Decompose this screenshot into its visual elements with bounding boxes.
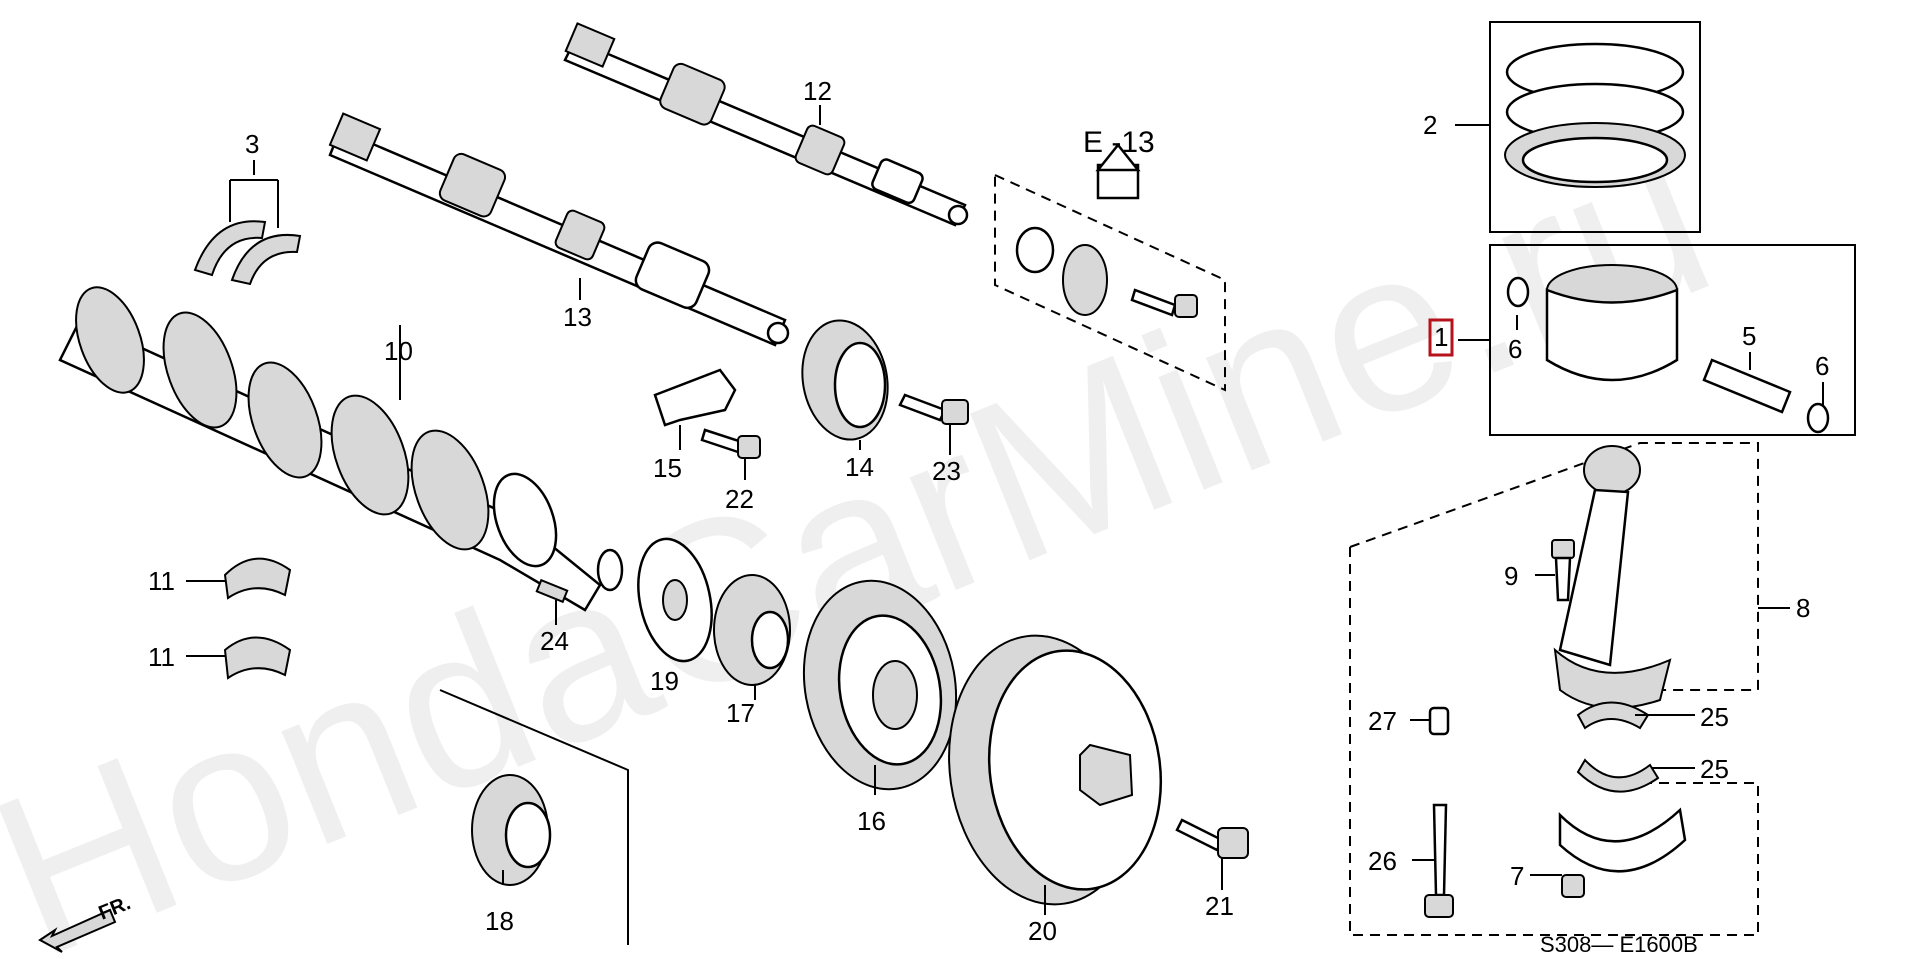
callout-8[interactable]: 8 [1796,593,1810,623]
camshaft-pulley-illustration[interactable] [793,314,897,447]
callout-19[interactable]: 19 [650,666,679,696]
diagram-code: S308— E1600B [1540,932,1698,957]
reference-label[interactable]: E -13 [1083,126,1155,159]
pulley-bolt-illustration[interactable] [1175,818,1249,859]
callout-21[interactable]: 21 [1205,891,1234,921]
callout-9[interactable]: 9 [1504,561,1518,591]
callout-16[interactable]: 16 [857,806,886,836]
crank-plate-illustration[interactable] [628,532,722,668]
camshaft-upper-illustration[interactable] [563,22,969,227]
woodruff-key-illustration[interactable] [535,578,569,604]
rod-nut-illustration[interactable] [1561,874,1585,898]
bracket-bolt-illustration[interactable] [700,428,761,459]
callout-5[interactable]: 5 [1742,321,1756,351]
timing-sprocket-illustration[interactable] [471,774,552,886]
leader-lines [186,105,1824,915]
crank-pulley-small-illustration[interactable] [713,574,791,686]
piston-rings-illustration[interactable] [1504,42,1686,188]
piston-illustration[interactable] [1545,264,1679,382]
callout-22[interactable]: 22 [725,484,754,514]
thrust-washer-illustration[interactable] [223,557,292,680]
timing-belt-pulley-illustration[interactable] [788,569,972,802]
piston-ring-group-box [1489,21,1701,233]
rod-bearing-upper-illustration[interactable] [1576,701,1650,730]
cap-bolt-illustration[interactable] [1424,803,1454,918]
camshaft-lower-illustration[interactable] [328,112,790,347]
callout-20[interactable]: 20 [1028,916,1057,946]
callout-11a[interactable]: 11 [148,566,175,596]
arrow-head-icon [1095,142,1141,172]
callout-6b[interactable]: 6 [1815,351,1829,381]
callout-10[interactable]: 10 [384,336,413,366]
crankshaft-illustration[interactable] [58,278,624,612]
callout-27[interactable]: 27 [1368,706,1397,736]
callout-13[interactable]: 13 [563,302,592,332]
callout-26[interactable]: 26 [1368,846,1397,876]
callout-23[interactable]: 23 [932,456,961,486]
piston-pin-clip-right-illustration[interactable] [1806,402,1830,434]
callout-1[interactable]: 1 [1434,322,1448,352]
callout-17[interactable]: 17 [726,698,755,728]
crankshaft-pulley-illustration[interactable] [932,623,1176,917]
callout-7[interactable]: 7 [1510,861,1524,891]
rod-cap-illustration[interactable] [1558,807,1687,873]
callout-6a[interactable]: 6 [1508,334,1522,364]
callout-18[interactable]: 18 [485,906,514,936]
connecting-rod-group-box [1349,442,1759,691]
dowel-pin-illustration[interactable] [1428,706,1450,736]
callout-25b[interactable]: 25 [1700,754,1729,784]
rod-bearing-lower-illustration[interactable] [1576,758,1660,793]
rod-bolt-illustration[interactable] [1551,539,1575,602]
piston-pin-clip-illustration[interactable] [1506,276,1530,308]
selected-part-highlight [1428,318,1454,357]
piston-pin-illustration[interactable] [1702,358,1792,414]
callout-14[interactable]: 14 [845,452,874,482]
callout-2[interactable]: 2 [1423,110,1437,140]
reference-parts-illustration[interactable] [1015,226,1198,318]
bracket-illustration[interactable] [653,368,737,427]
timing-sprocket-group-box [439,689,629,945]
callout-25a[interactable]: 25 [1700,702,1729,732]
callout-3[interactable]: 3 [245,129,259,159]
callout-12[interactable]: 12 [803,76,832,106]
reference-group-box [994,173,1226,392]
callout-11b[interactable]: 11 [148,642,175,672]
connecting-rod-illustration[interactable] [1553,445,1672,709]
callout-15[interactable]: 15 [653,453,682,483]
main-bearing-illustration[interactable] [193,220,302,286]
callout-24[interactable]: 24 [540,626,569,656]
pulley-bolt-upper-illustration[interactable] [898,393,969,425]
